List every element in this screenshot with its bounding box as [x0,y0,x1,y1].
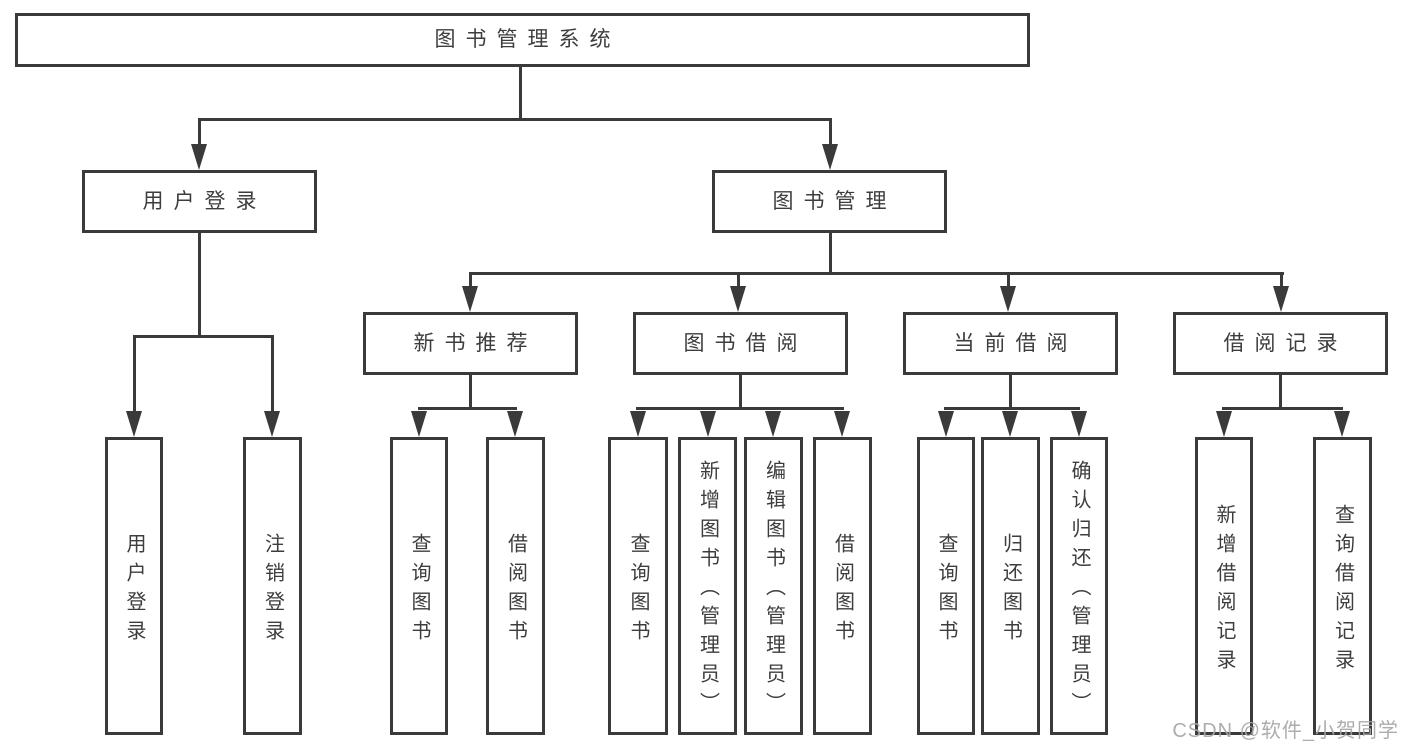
arrowhead-down-icon [191,144,207,170]
edge-book-borrow-split [636,407,844,410]
edge-new-book-rec-down [469,375,472,409]
node-root: 图书管理系统 [15,13,1030,67]
leaf-user-login-label: 用户登录 [123,532,145,649]
edge-new-book-rec-split [418,407,517,410]
leaf-borrow-books-rec-label: 借阅图书 [504,532,527,649]
edge-root-down [519,67,522,118]
node-book-borrow-label: 图书借阅 [683,331,808,355]
node-new-book-rec: 新书推荐 [363,312,578,375]
leaf-query-books-current-label: 查询图书 [935,532,957,649]
edge-book-mgmt-down [829,233,832,275]
node-root-label: 图书管理系统 [434,28,621,52]
leaf-borrow-books: 借阅图书 [813,437,872,735]
node-user-login: 用户登录 [82,170,317,233]
leaf-borrow-books-label: 借阅图书 [831,532,854,649]
leaf-query-books-borrow: 查询图书 [608,437,668,735]
node-new-book-rec-label: 新书推荐 [413,331,538,355]
arrowhead-down-icon [822,144,838,170]
arrowhead-down-icon [264,411,280,437]
leaf-add-borrow-record-label: 新增借阅记录 [1213,503,1235,678]
leaf-return-books: 归还图书 [981,437,1040,735]
leaf-logout-label: 注销登录 [261,532,284,649]
leaf-query-books-current: 查询图书 [917,437,975,735]
edge-book-borrow-down [739,375,742,409]
node-current-borrow: 当前借阅 [903,312,1118,375]
arrowhead-down-icon [730,286,746,312]
node-borrow-record-label: 借阅记录 [1223,331,1348,355]
leaf-query-borrow-record: 查询借阅记录 [1313,437,1372,735]
arrowhead-down-icon [1334,411,1350,437]
edge-to-leaf-logout [271,335,274,415]
csdn-watermark: CSDN @软件_小贺同学 [1172,720,1399,742]
leaf-query-books-rec-label: 查询图书 [408,532,430,649]
arrowhead-down-icon [700,411,716,437]
leaf-confirm-return-admin-label: 确认归还（管理员） [1068,460,1090,721]
arrowhead-down-icon [1071,411,1087,437]
leaf-add-books-admin-label: 新增图书（管理员） [696,460,719,721]
node-current-borrow-label: 当前借阅 [953,331,1078,355]
node-book-mgmt: 图书管理 [712,170,947,233]
arrowhead-down-icon [938,411,954,437]
edge-to-borrow-record [1280,272,1283,288]
edge-to-current-borrow [1007,272,1010,288]
arrowhead-down-icon [1216,411,1232,437]
edge-user-login-down [198,233,201,337]
leaf-query-books-borrow-label: 查询图书 [627,532,649,649]
leaf-return-books-label: 归还图书 [999,532,1022,649]
arrowhead-down-icon [1273,286,1289,312]
arrowhead-down-icon [126,411,142,437]
edge-current-borrow-down [1009,375,1012,409]
edge-to-leaf-user-login [133,335,136,415]
arrowhead-down-icon [507,411,523,437]
leaf-query-borrow-record-label: 查询借阅记录 [1331,503,1354,678]
edge-to-book-borrow [737,272,740,288]
edge-to-user-login [198,118,201,146]
edge-to-new-book-rec [469,272,472,288]
arrowhead-down-icon [462,286,478,312]
edge-to-book-mgmt [829,118,832,146]
leaf-logout: 注销登录 [243,437,302,735]
leaf-edit-books-admin-label: 编辑图书（管理员） [762,460,785,721]
edge-book-mgmt-split [469,272,1284,275]
node-user-login-label: 用户登录 [142,189,267,213]
leaf-edit-books-admin: 编辑图书（管理员） [744,437,803,735]
edge-borrow-record-down [1279,375,1282,409]
arrowhead-down-icon [411,411,427,437]
node-book-mgmt-label: 图书管理 [772,189,897,213]
node-borrow-record: 借阅记录 [1173,312,1388,375]
edge-borrow-record-split [1222,407,1343,410]
leaf-user-login: 用户登录 [105,437,163,735]
arrowhead-down-icon [765,411,781,437]
leaf-add-borrow-record: 新增借阅记录 [1195,437,1253,735]
node-book-borrow: 图书借阅 [633,312,848,375]
leaf-add-books-admin: 新增图书（管理员） [678,437,737,735]
arrowhead-down-icon [1002,411,1018,437]
edge-current-borrow-split [944,407,1080,410]
leaf-confirm-return-admin: 确认归还（管理员） [1050,437,1108,735]
arrowhead-down-icon [834,411,850,437]
edge-root-split [198,118,832,121]
edge-user-login-split [133,335,274,338]
leaf-borrow-books-rec: 借阅图书 [486,437,545,735]
leaf-query-books-rec: 查询图书 [390,437,448,735]
arrowhead-down-icon [1000,286,1016,312]
arrowhead-down-icon [630,411,646,437]
